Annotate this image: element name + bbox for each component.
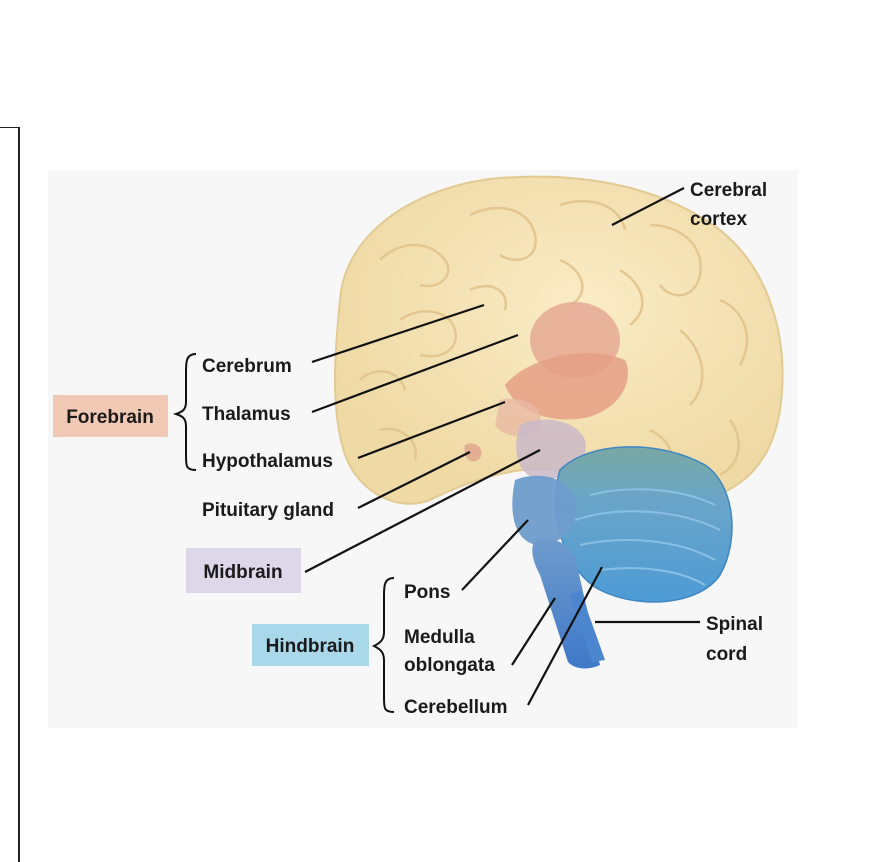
label-medulla-line1: Medulla: [404, 627, 475, 648]
label-cerebellum: Cerebellum: [404, 697, 507, 718]
leader-medulla: [511, 597, 556, 666]
hindbrain-label: Hindbrain: [266, 636, 355, 657]
brainstem-shape: [512, 475, 600, 669]
leader-midbrain: [304, 449, 541, 573]
leader-cerebellum: [527, 566, 603, 706]
hindbrain-brace: [371, 577, 395, 713]
leader-lines: [304, 187, 700, 706]
label-pons: Pons: [404, 582, 450, 603]
leader-thalamus: [311, 333, 519, 414]
forebrain-brace: [172, 353, 197, 471]
label-cerebral-cortex-line2: cortex: [690, 209, 747, 230]
leader-pituitary: [357, 451, 471, 509]
forebrain-label: Forebrain: [66, 407, 154, 428]
midbrain-label: Midbrain: [203, 562, 282, 583]
leader-pons: [461, 519, 529, 591]
left-frame-border: [0, 127, 20, 862]
thalamus-shape: [505, 302, 629, 420]
label-spinal-cord-line2: cord: [706, 644, 747, 665]
label-cerebrum: Cerebrum: [202, 356, 292, 377]
label-cerebral-cortex-line1: Cerebral: [690, 180, 767, 201]
label-hypothalamus: Hypothalamus: [202, 451, 333, 472]
hindbrain-label-box: [252, 624, 369, 666]
leader-hypothalamus: [357, 400, 506, 460]
forebrain-label-box: [53, 395, 168, 437]
midbrain-label-box: [186, 548, 301, 593]
leader-cerebrum: [311, 303, 485, 364]
label-medulla-line2: oblongata: [404, 655, 495, 676]
spinal-cord-shape: [570, 590, 605, 662]
label-spinal-cord-line1: Spinal: [706, 614, 763, 635]
label-thalamus: Thalamus: [202, 404, 291, 425]
leader-cerebral-cortex: [611, 187, 685, 226]
cerebellum-shape: [554, 446, 733, 603]
label-pituitary-gland: Pituitary gland: [202, 500, 334, 521]
